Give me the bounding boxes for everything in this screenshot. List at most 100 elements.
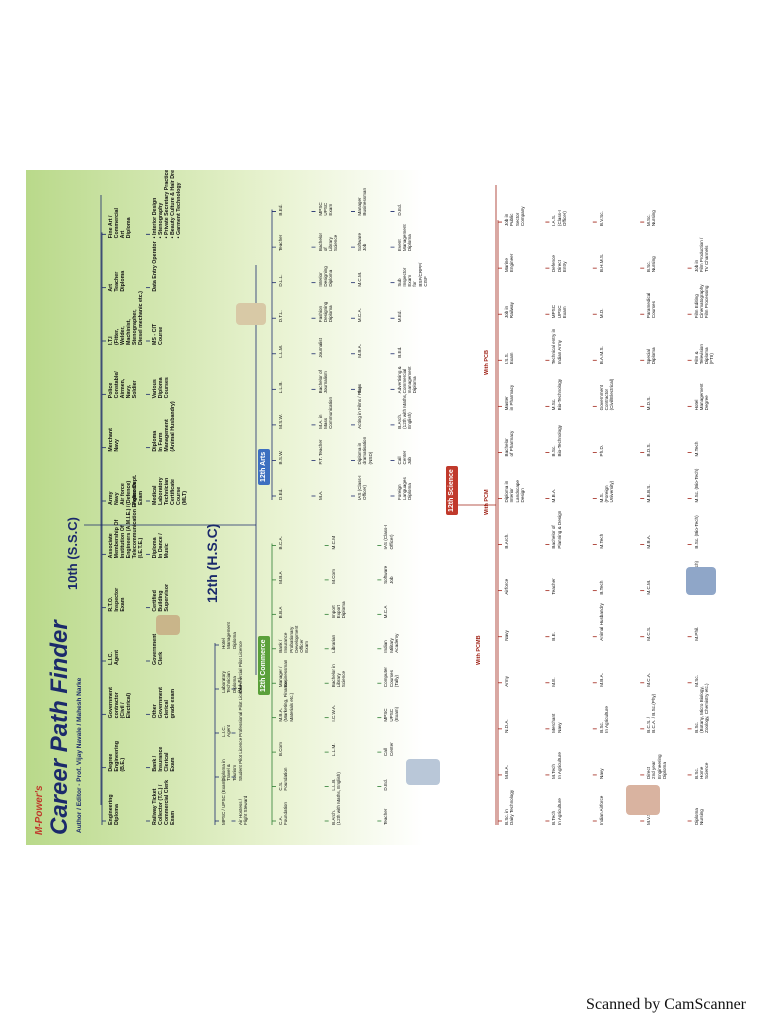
ssc-node: Merchant Navy <box>108 428 121 452</box>
science-node: Job in Railway <box>504 302 515 319</box>
arts-node: M.Ed. <box>396 310 402 323</box>
arts-node: P.T. Teacher <box>317 439 323 465</box>
arts-node: Sub Inspector Exam for BSF/CRPF/ CISF <box>396 262 428 287</box>
science-node: Airforce <box>504 578 509 595</box>
with-pcmb-label: With PCMB <box>476 635 482 665</box>
hsc-node: Air Hostess / Flight Steward <box>237 795 248 825</box>
science-node: B.Tech In Agriculture <box>551 798 562 825</box>
science-node: M.Tech <box>598 533 604 549</box>
arts-node: Bachelor of Journalism <box>317 370 328 394</box>
illustration-soldier <box>156 615 180 635</box>
hsc-node: Student Pilot Licence <box>237 737 243 781</box>
science-node: Diploma in Interior Landscape Design <box>504 480 525 503</box>
hsc-node: Hotel Management Diploma <box>221 622 237 649</box>
science-node: M.Sc. Bio-Technology <box>551 378 562 411</box>
science-node: Indian Airforce <box>598 795 604 825</box>
arts-node: B.Ed. <box>396 346 402 358</box>
ssc-node: L.I.C. Agent <box>108 649 121 665</box>
commerce-node: B.C.A. <box>278 536 283 550</box>
science-node: Diploma Nursing <box>693 808 704 825</box>
ssc-node: Bank / Insurance Clerical Exam <box>152 746 177 772</box>
commerce-node: Manager / Businessman <box>278 659 289 688</box>
stream-commerce-badge: 12th Commerce <box>258 636 271 695</box>
commerce-node: C.S. Foundation <box>278 767 289 791</box>
science-node: Hotel Management Degree <box>693 383 710 411</box>
science-node: M.Phil. <box>693 626 699 641</box>
commerce-node: M.B.A. (Marketing, Finance, Materials et… <box>278 679 294 722</box>
ssc-node: Data Entry Operator <box>152 241 158 292</box>
commerce-node: L.L.B. <box>330 778 336 791</box>
commerce-node: Bank / Insurance Probationary Developmen… <box>278 625 310 653</box>
ssc-node: Engineering Diploma <box>108 794 121 825</box>
arts-node: Fashion Designing Diploma <box>317 301 334 323</box>
commerce-node: Bachelor in Library Science <box>330 664 347 688</box>
science-node: B.Tech <box>598 580 604 595</box>
science-node: Teacher <box>551 578 557 595</box>
hsc-node: Diploma in Travel & Tourism <box>221 759 237 781</box>
ssc-node: I.T.I (Fitter, Welder, Machinist, Stenog… <box>108 291 145 345</box>
commerce-node: B.Arch. (12th with Maths, English) <box>330 772 341 825</box>
hsc-node: Professional Pilot Licence <box>237 684 243 737</box>
illustration-laboratory <box>236 303 266 325</box>
science-node: Film Editing Cinematography Film Process… <box>693 284 710 319</box>
career-poster: M-Power's Career Path Finder Author / Ed… <box>26 170 748 845</box>
science-node: M.Sc. (Bio-Tech) <box>693 468 699 503</box>
commerce-node: Indian Military Academy <box>383 633 399 653</box>
science-node: Technical entry in Indian Army <box>551 328 562 365</box>
science-node: Navy <box>504 630 509 641</box>
commerce-node: IAS (Class-I Officer) <box>383 524 394 550</box>
commerce-node: M.Com <box>330 569 336 584</box>
brand-label: M-Power's <box>34 785 45 835</box>
science-node: M.D.S. <box>646 396 652 411</box>
arts-node: IAS (Class-I Officer) <box>357 475 368 500</box>
arts-node: L.L.M. <box>278 345 283 358</box>
science-node: Paramedical Courses <box>646 292 657 319</box>
arts-node: M.A. <box>317 490 323 500</box>
science-node: M.B.A. <box>551 488 557 503</box>
hsc-node: L.I.C. Agent <box>221 724 232 737</box>
poster-title: Career Path Finder <box>46 620 73 835</box>
arts-node: M.A. in Mass Communication <box>317 396 334 429</box>
commerce-node: M.C.M <box>330 535 336 550</box>
science-node: M.B.A. <box>646 534 652 549</box>
ssc-node: R.T.O. Inspector Exam <box>108 587 127 612</box>
science-node: M.Sc. Nursing <box>646 210 657 227</box>
arts-node: Call Center Job <box>396 450 413 465</box>
level-hsc: 12th (H.S.C) <box>204 523 220 603</box>
science-node: B.C.S. / B.C.A. / B.Sc.(Phy) <box>646 693 657 733</box>
commerce-node: Software Job <box>383 565 394 584</box>
ssc-node: Railway Ticket Collector (T.C.) / Commer… <box>152 779 177 825</box>
science-node: M.B.A. <box>598 673 604 687</box>
science-node: Government Contractor (Civil/Electrical) <box>598 378 615 411</box>
ssc-node: Police Constable/ Airmen, Navy, Soldier <box>108 371 139 399</box>
science-node: B.Arch. <box>504 533 509 549</box>
science-node: B.Sc. In Agriculture <box>598 706 610 733</box>
arts-node: Interior Designing Diploma <box>317 266 334 287</box>
arts-node: M.C.M. <box>357 271 362 287</box>
commerce-node: L.L.M. <box>330 743 336 757</box>
ssc-node: Associate Membership Of Institution Of E… <box>108 481 145 559</box>
science-node: B.Sc. in Dairy Technology <box>504 789 515 825</box>
science-node: Film & Television Diploma (FTII) <box>693 344 715 365</box>
arts-node: D.Ed. <box>396 204 402 216</box>
ssc-node: Art Teacher Diploma <box>108 270 127 292</box>
science-node: Master in Pharmacy <box>504 384 515 411</box>
science-node: M.Tech In Agriculture <box>551 752 562 779</box>
stream-arts-badge: 12th Arts <box>258 448 271 485</box>
commerce-node: B.B.A <box>278 606 283 619</box>
science-node: M.C.M. <box>646 579 652 595</box>
arts-node: MPSC UPSC Exam <box>317 202 334 216</box>
science-node: M.C.A. <box>646 672 652 687</box>
arts-node: B.A. <box>357 384 362 394</box>
ssc-node: Certified Building Supervisor <box>152 584 171 612</box>
science-node: M.S. (Foreign University) <box>598 480 615 503</box>
commerce-node: Import Export Diploma <box>330 601 347 619</box>
stream-science-badge: 12th Science <box>446 466 459 515</box>
arts-node: Teacher <box>278 234 283 252</box>
science-node: M.Sc. <box>693 675 699 687</box>
ssc-node: • Interior Design • Stenography • Privat… <box>152 170 183 239</box>
science-node: Navy <box>598 768 604 779</box>
ssc-node: Fine Art / Commercial Art Diploma <box>108 208 133 239</box>
arts-node: M.C.A. <box>357 308 362 323</box>
science-node: M.E. <box>551 677 557 687</box>
